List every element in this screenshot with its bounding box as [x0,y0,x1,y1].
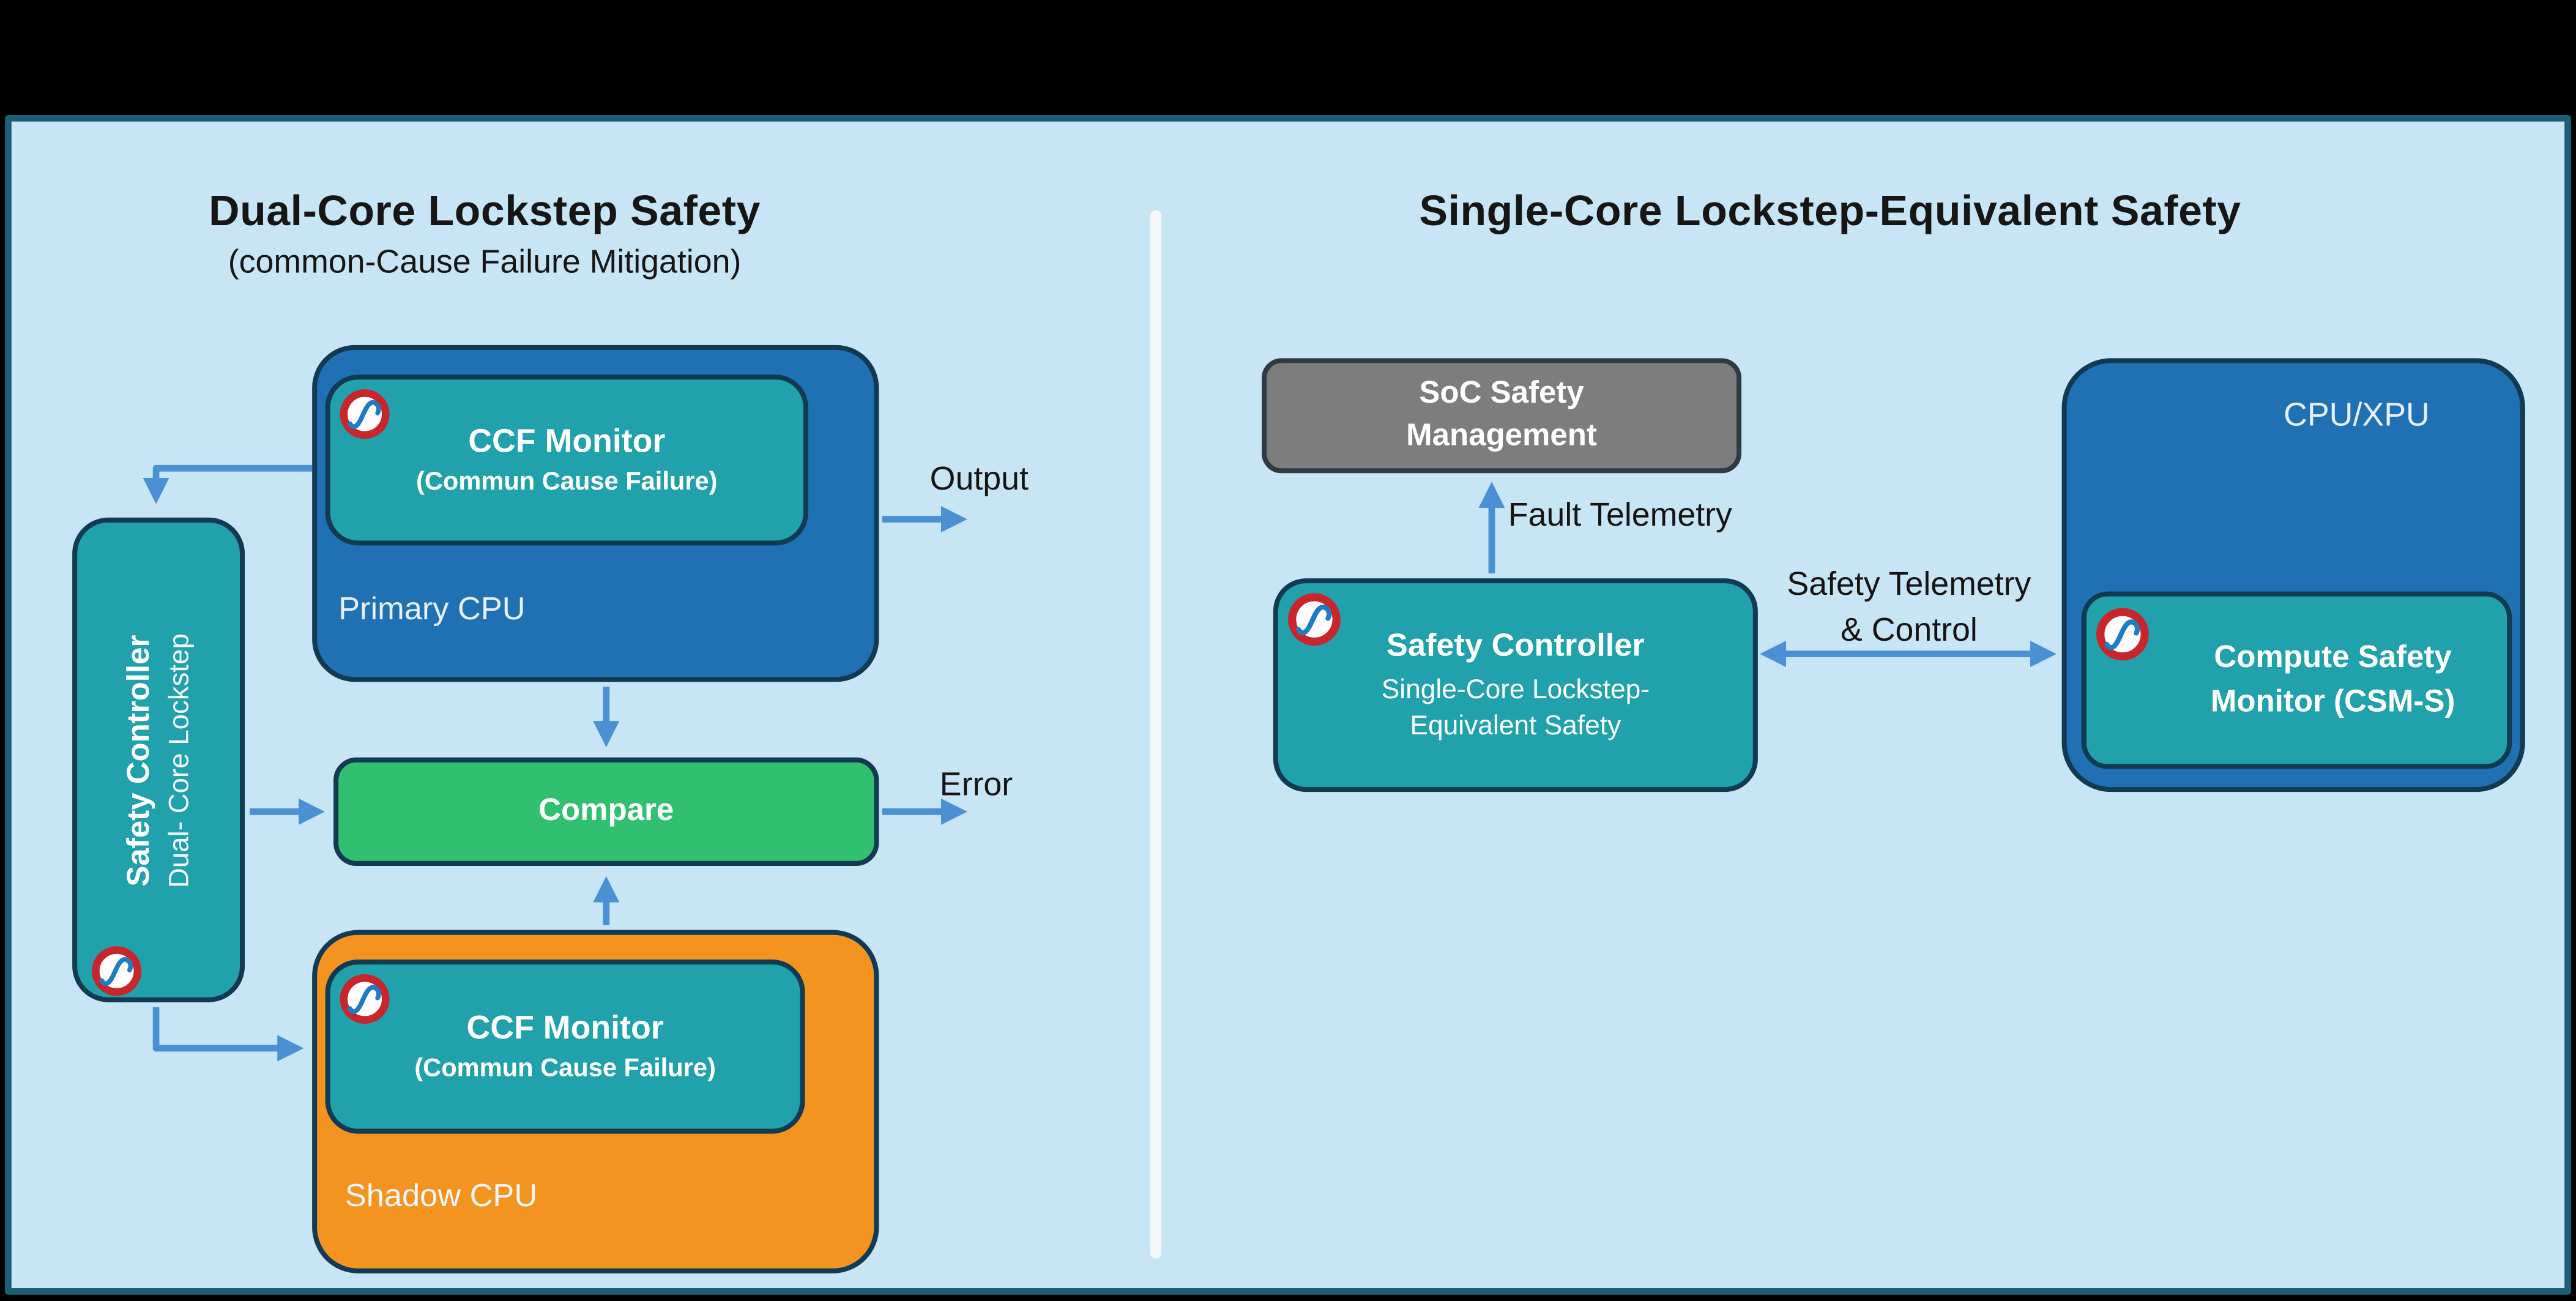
safety-logo-icon [89,943,144,999]
safety-controller-title: Safety Controller [122,634,157,886]
dual-core-safety-controller-box: Safety Controller Dual- Core Lockstep [72,517,245,1002]
soc-management-line1: SoC Safety [1419,376,1584,411]
ccf-monitor-title: CCF Monitor [468,423,666,460]
output-label: Output [929,461,1029,498]
single-core-safety-controller-box: Safety Controller Single-Core Lockstep- … [1273,578,1758,792]
csm-line1: Compute Safety [2214,641,2452,676]
ccf-monitor-subtitle: (Commun Cause Failure) [416,467,718,496]
safety-telemetry-line2: & Control [1840,613,1978,649]
compare-label: Compare [538,793,674,829]
safety-controller-line1: Single-Core Lockstep- [1381,675,1650,705]
primary-cpu-label: Primary CPU [338,591,526,628]
safety-logo-icon [1285,590,1344,649]
ccf-monitor-subtitle: (Commun Cause Failure) [414,1054,716,1083]
cpu-xpu-label: CPU/XPU [2284,397,2430,434]
safety-controller-subtitle: Dual- Core Lockstep [163,632,195,887]
left-subtitle: (common-Cause Failure Mitigation) [228,245,742,281]
shadow-ccf-monitor-box: CCF Monitor (Commun Cause Failure) [325,960,805,1134]
soc-management-line2: Management [1406,419,1597,454]
safety-logo-icon [337,386,392,442]
error-label: Error [939,767,1013,803]
safety-telemetry-label: Safety Telemetry & Control [1748,562,2070,654]
compute-safety-monitor-box: Compute Safety Monitor (CSM-S) [2081,591,2512,769]
shadow-cpu-label: Shadow CPU [344,1178,538,1215]
csm-line2: Monitor (CSM-S) [2210,685,2455,720]
safety-logo-icon [2093,605,2153,664]
safety-logo-icon [337,971,392,1027]
left-title: Dual-Core Lockstep Safety [209,185,761,235]
safety-controller-title: Safety Controller [1386,627,1645,664]
right-title: Single-Core Lockstep-Equivalent Safety [1419,185,2241,235]
ccf-monitor-title: CCF Monitor [466,1009,664,1046]
primary-ccf-monitor-box: CCF Monitor (Commun Cause Failure) [325,375,808,546]
section-divider [1150,210,1162,1259]
safety-telemetry-line1: Safety Telemetry [1787,567,2031,603]
compare-box: Compare [333,757,879,866]
safety-controller-line2: Equivalent Safety [1410,711,1621,741]
soc-safety-management-box: SoC Safety Management [1262,358,1742,474]
fault-telemetry-label: Fault Telemetry [1508,498,1732,534]
safety-controller-rotated-text: Safety Controller Dual- Core Lockstep [77,523,240,997]
